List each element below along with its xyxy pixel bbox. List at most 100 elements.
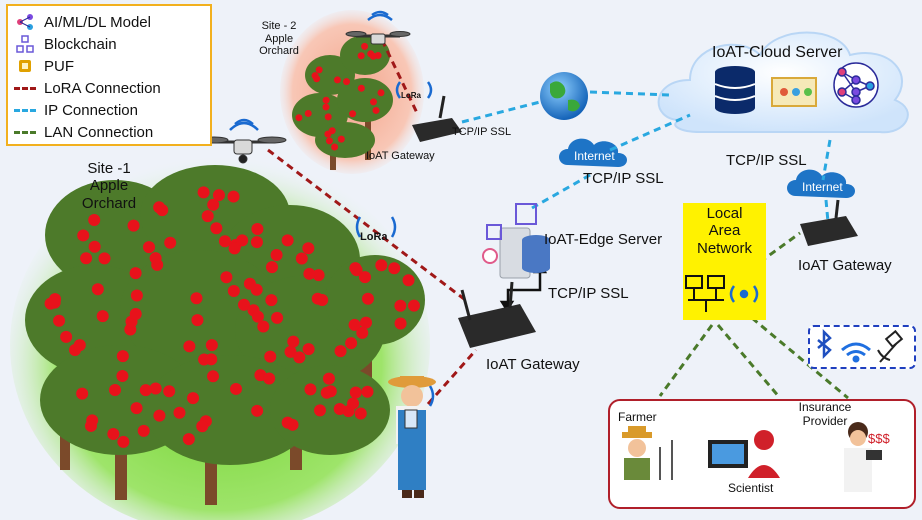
apple bbox=[369, 52, 377, 60]
apple bbox=[60, 330, 73, 343]
apple bbox=[116, 370, 129, 383]
internet-globe-icon bbox=[540, 72, 588, 120]
apple bbox=[250, 236, 263, 249]
lora-label-small: LoRa bbox=[401, 91, 421, 100]
apple bbox=[333, 403, 346, 416]
apple bbox=[228, 242, 241, 255]
apple bbox=[388, 262, 401, 275]
ai-model-icon bbox=[14, 13, 36, 31]
apple bbox=[80, 252, 93, 265]
apple bbox=[201, 210, 214, 223]
ip-line-swatch bbox=[14, 108, 36, 112]
apple bbox=[265, 261, 278, 274]
apple bbox=[265, 294, 278, 307]
cloud-server-title: IoAT-Cloud Server bbox=[712, 44, 843, 61]
apple bbox=[304, 109, 312, 117]
apple bbox=[324, 130, 332, 138]
apple bbox=[190, 292, 203, 305]
apple bbox=[313, 75, 321, 83]
legend-item-blockchain: Blockchain bbox=[14, 34, 117, 54]
apple bbox=[73, 339, 86, 352]
lora-line-swatch bbox=[14, 86, 36, 90]
apple bbox=[196, 420, 209, 433]
site2-label: Site - 2 Apple Orchard bbox=[246, 20, 312, 58]
farmer-figure bbox=[388, 376, 436, 498]
apple bbox=[345, 337, 358, 350]
apple bbox=[107, 428, 120, 441]
lora-label: LoRa bbox=[360, 231, 388, 243]
apple bbox=[84, 419, 97, 432]
internet-label: Internet bbox=[574, 149, 615, 163]
puf-chip-icon bbox=[14, 57, 36, 75]
site1-line2: Apple bbox=[89, 177, 129, 195]
apple bbox=[149, 382, 162, 395]
legend-label: AI/ML/DL Model bbox=[44, 13, 151, 31]
lan-line-swatch bbox=[14, 130, 36, 134]
gateway-router-right bbox=[800, 199, 858, 246]
apple bbox=[251, 310, 264, 323]
apple bbox=[218, 235, 231, 248]
apple bbox=[230, 382, 243, 395]
apple bbox=[207, 198, 220, 211]
database-icon bbox=[714, 66, 756, 114]
apple bbox=[173, 406, 186, 419]
apple bbox=[212, 189, 225, 202]
apple bbox=[238, 298, 251, 311]
apple bbox=[369, 98, 377, 106]
apple bbox=[334, 345, 347, 358]
apple bbox=[130, 289, 143, 302]
apple bbox=[295, 252, 308, 265]
apple bbox=[53, 314, 66, 327]
apple bbox=[251, 223, 264, 236]
legend-label: PUF bbox=[44, 57, 74, 75]
apple bbox=[149, 252, 162, 265]
legend-item-lora: LoRA Connection bbox=[14, 78, 161, 98]
neural-network-icon bbox=[833, 62, 879, 108]
apple bbox=[316, 294, 329, 307]
apple bbox=[271, 311, 284, 324]
site2-line2: Apple bbox=[264, 32, 294, 45]
insurance-line1: Insurance bbox=[798, 400, 852, 414]
apple bbox=[207, 370, 220, 383]
money-label: $$$ bbox=[868, 431, 890, 446]
insurance-line2: Provider bbox=[802, 413, 848, 428]
legend-label: IP Connection bbox=[44, 101, 138, 119]
apple bbox=[337, 135, 345, 143]
apple bbox=[357, 84, 365, 92]
site2-apples bbox=[295, 42, 385, 151]
apple bbox=[349, 386, 362, 399]
apple bbox=[303, 267, 316, 280]
apple bbox=[116, 350, 129, 363]
apple bbox=[197, 186, 210, 199]
apple bbox=[236, 234, 249, 247]
apple bbox=[227, 284, 240, 297]
apple bbox=[264, 350, 277, 363]
apple bbox=[139, 384, 152, 397]
apple bbox=[343, 78, 351, 86]
apple bbox=[183, 340, 196, 353]
apple bbox=[407, 299, 420, 312]
scientist-label: Scientist bbox=[728, 481, 774, 495]
apple bbox=[287, 335, 300, 348]
apple bbox=[315, 66, 323, 74]
drone-icon-site1 bbox=[199, 136, 287, 164]
lan-connections bbox=[658, 231, 849, 400]
internet-cloud-icon-2 bbox=[787, 169, 855, 198]
tcp-ssl-label-edge: TCP/IP SSL bbox=[548, 285, 629, 302]
apple bbox=[347, 397, 360, 410]
gateway-router-site2 bbox=[412, 95, 462, 142]
apple bbox=[76, 387, 89, 400]
apple bbox=[394, 317, 407, 330]
apple bbox=[325, 137, 333, 145]
apple bbox=[127, 219, 140, 232]
apple bbox=[354, 407, 367, 420]
legend-label: LoRA Connection bbox=[44, 79, 161, 97]
apple bbox=[96, 310, 109, 323]
apple bbox=[251, 404, 264, 417]
apple bbox=[312, 269, 325, 282]
apple bbox=[163, 385, 176, 398]
apple bbox=[348, 318, 361, 331]
apple bbox=[263, 372, 276, 385]
apple bbox=[153, 409, 166, 422]
